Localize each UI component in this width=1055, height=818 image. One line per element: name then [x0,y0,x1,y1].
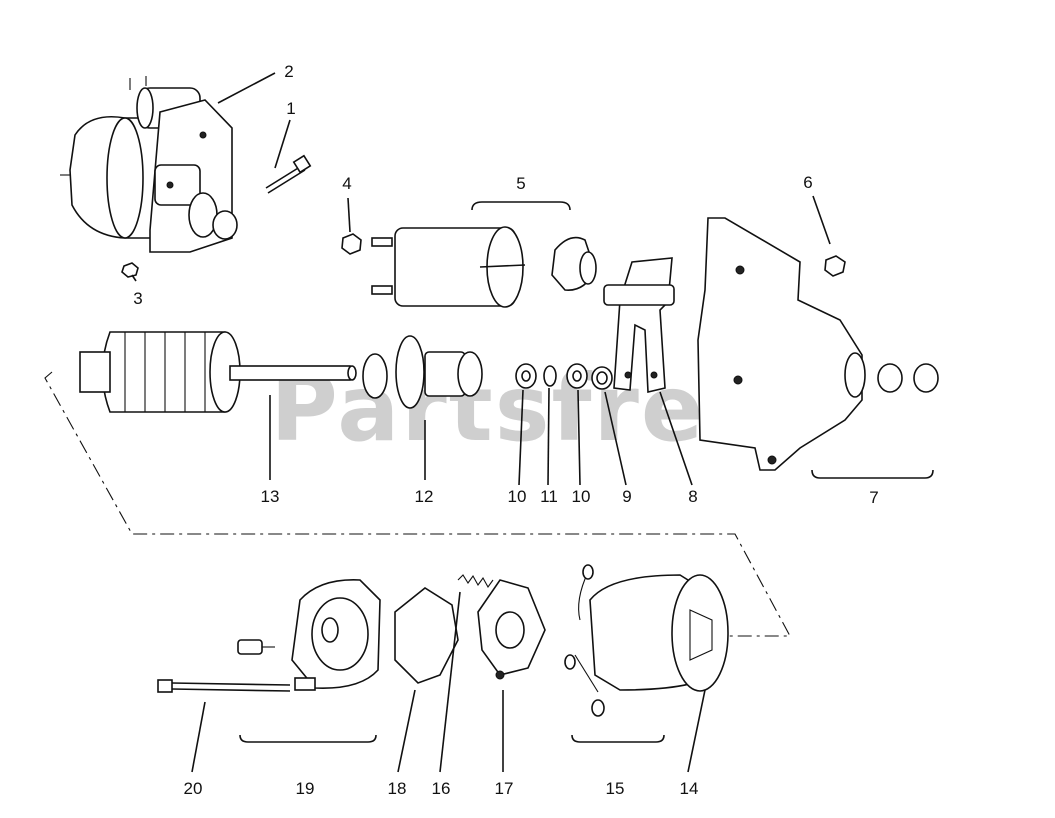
callout-7: 7 [869,488,878,507]
callout-19: 19 [296,779,315,798]
nut-part-4 [341,233,362,255]
leader-lines [131,72,934,773]
washer-part-9 [591,366,613,390]
callout-18: 18 [388,779,407,798]
callout-2: 2 [284,62,293,81]
snap-ring-part-11 [543,365,557,387]
field-frame-part-14 [589,574,729,692]
pinion-part-12 [362,335,483,409]
callout-10-right: 10 [572,487,591,506]
callout-9: 9 [622,487,631,506]
callout-16: 16 [432,779,451,798]
spring-part-16 [457,574,494,589]
starter-assembly [60,76,238,253]
through-bolt-part-20 [157,679,291,693]
callout-10-left: 10 [508,487,527,506]
armature-part-13 [79,331,357,413]
assembly-guide-line [44,371,791,637]
plate-part-18 [394,587,459,684]
callout-13: 13 [261,487,280,506]
callout-20: 20 [184,779,203,798]
callout-1: 1 [286,99,295,118]
callout-15: 15 [606,779,625,798]
bolt-part-1 [265,154,312,194]
nut-part-3 [121,262,139,278]
end-frame-part-19 [237,579,381,691]
callout-11: 11 [540,487,558,506]
callout-6: 6 [803,173,812,192]
callout-3: 3 [133,289,142,308]
callout-12: 12 [415,487,434,506]
callout-17: 17 [495,779,514,798]
nut-part-6 [824,255,846,277]
drive-housing-part-7 [697,217,939,471]
leads-part-15 [564,564,605,717]
callout-4: 4 [342,174,351,193]
washer-part-10-left [515,363,537,389]
callout-8: 8 [688,487,697,506]
brush-holder-part-17 [477,579,546,680]
callout-5: 5 [516,174,525,193]
solenoid-part-5 [371,226,597,308]
lever-part-8 [603,257,675,393]
callouts: 1 2 3 4 5 6 7 8 9 10 11 10 12 13 14 15 1… [133,62,878,798]
washer-part-10-right [566,363,588,389]
callout-14: 14 [680,779,699,798]
